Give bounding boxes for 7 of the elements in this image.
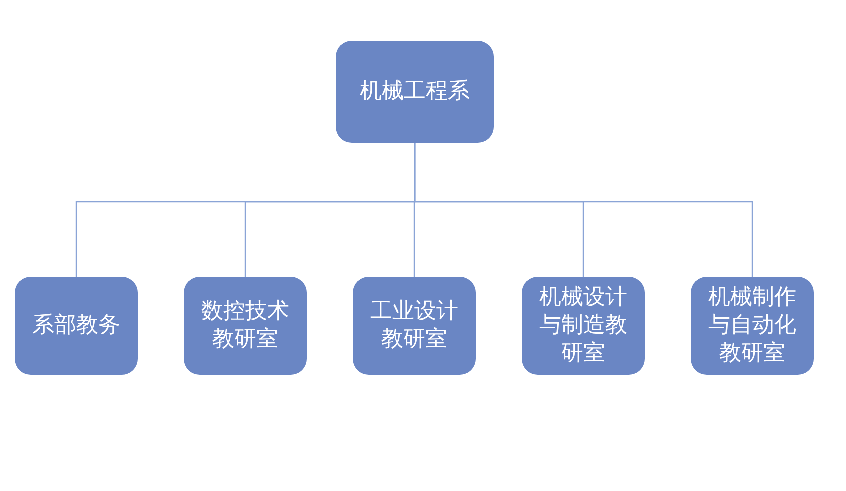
unit-box: 数控技术教研室 — [184, 277, 307, 375]
department-box: 机械工程系 — [336, 41, 494, 143]
connector-line — [414, 143, 754, 277]
unit-box: 机械制作与自动化教研室 — [691, 277, 814, 375]
unit-box: 系部教务 — [15, 277, 138, 375]
unit-box: 机械设计与制造教研室 — [522, 277, 645, 375]
unit-box: 工业设计教研室 — [353, 277, 476, 375]
